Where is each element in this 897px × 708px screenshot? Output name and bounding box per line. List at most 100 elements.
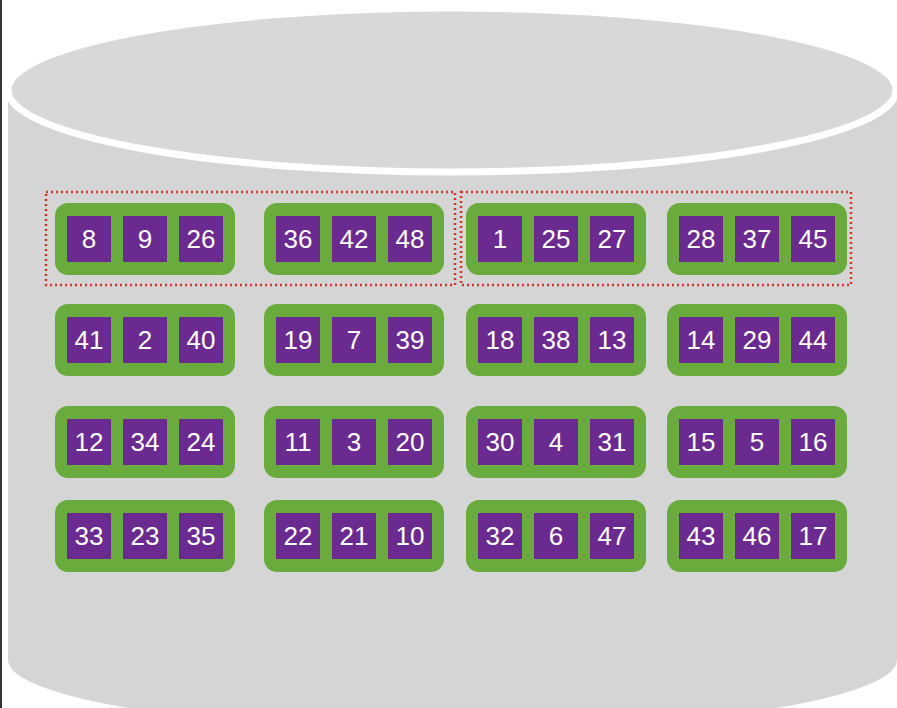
record-box: 16 — [791, 419, 835, 465]
frame-edge — [0, 0, 2, 708]
record-number: 12 — [75, 427, 104, 457]
record-number: 30 — [486, 427, 515, 457]
record-number: 10 — [396, 521, 425, 551]
record-number: 27 — [598, 224, 627, 254]
record-number: 33 — [75, 521, 104, 551]
record-number: 39 — [396, 325, 425, 355]
record-number: 48 — [396, 224, 425, 254]
group-outline — [46, 192, 455, 285]
record-number: 47 — [598, 521, 627, 551]
record-number: 23 — [131, 521, 160, 551]
record-box: 35 — [179, 513, 223, 559]
record-number: 41 — [75, 325, 104, 355]
record-number: 19 — [284, 325, 313, 355]
record-number: 20 — [396, 427, 425, 457]
record-number: 4 — [549, 427, 563, 457]
record-box: 41 — [67, 317, 111, 363]
record-box: 34 — [123, 419, 167, 465]
record-box: 25 — [534, 216, 578, 262]
disk-block: 11 3 20 — [264, 406, 444, 478]
disk-block: 15 5 16 — [667, 406, 847, 478]
record-box: 5 — [735, 419, 779, 465]
record-box: 11 — [276, 419, 320, 465]
group-outline — [461, 192, 851, 285]
record-box: 19 — [276, 317, 320, 363]
record-box: 48 — [388, 216, 432, 262]
disk-block: 22 21 10 — [264, 500, 444, 572]
record-box: 12 — [67, 419, 111, 465]
record-box: 42 — [332, 216, 376, 262]
record-number: 15 — [687, 427, 716, 457]
record-number: 22 — [284, 521, 313, 551]
cylinder-top — [8, 8, 896, 172]
disk-block: 28 37 45 — [667, 203, 847, 275]
record-box: 46 — [735, 513, 779, 559]
record-number: 11 — [285, 427, 312, 457]
record-number: 37 — [743, 224, 772, 254]
record-box: 14 — [679, 317, 723, 363]
record-number: 5 — [750, 427, 764, 457]
disk-block: 12 34 24 — [55, 406, 235, 478]
record-box: 26 — [179, 216, 223, 262]
record-box: 39 — [388, 317, 432, 363]
record-box: 29 — [735, 317, 779, 363]
record-box: 38 — [534, 317, 578, 363]
record-box: 21 — [332, 513, 376, 559]
record-box: 37 — [735, 216, 779, 262]
record-number: 31 — [598, 427, 627, 457]
disk-block: 41 2 40 — [55, 304, 235, 376]
record-number: 6 — [549, 521, 563, 551]
disk-block: 36 42 48 — [264, 203, 444, 275]
record-box: 4 — [534, 419, 578, 465]
record-number: 45 — [799, 224, 828, 254]
record-number: 32 — [486, 521, 515, 551]
record-number: 34 — [131, 427, 160, 457]
disk-block: 14 29 44 — [667, 304, 847, 376]
record-box: 23 — [123, 513, 167, 559]
disk-block: 12527 — [466, 203, 646, 275]
record-number: 8 — [82, 224, 96, 254]
record-box: 8 — [67, 216, 111, 262]
record-box: 36 — [276, 216, 320, 262]
record-number: 14 — [687, 325, 716, 355]
record-number: 40 — [187, 325, 216, 355]
record-box: 43 — [679, 513, 723, 559]
record-box: 24 — [179, 419, 223, 465]
record-number: 46 — [743, 521, 772, 551]
record-box: 44 — [791, 317, 835, 363]
record-number: 35 — [187, 521, 216, 551]
record-box: 9 — [123, 216, 167, 262]
record-box: 28 — [679, 216, 723, 262]
record-number: 16 — [799, 427, 828, 457]
record-number: 36 — [284, 224, 313, 254]
record-number: 42 — [340, 224, 369, 254]
disk-block: 89 26 — [55, 203, 235, 275]
disk-block: 32 6 47 — [466, 500, 646, 572]
record-box: 18 — [478, 317, 522, 363]
disk-block: 19 7 39 — [264, 304, 444, 376]
record-number: 7 — [347, 325, 361, 355]
record-box: 15 — [679, 419, 723, 465]
record-number: 2 — [138, 325, 152, 355]
record-box: 7 — [332, 317, 376, 363]
record-box: 32 — [478, 513, 522, 559]
disk-block: 18 38 13 — [466, 304, 646, 376]
disk-block: 33 23 35 — [55, 500, 235, 572]
record-number: 29 — [743, 325, 772, 355]
record-number: 13 — [598, 325, 627, 355]
record-box: 6 — [534, 513, 578, 559]
record-number: 38 — [542, 325, 571, 355]
record-box: 20 — [388, 419, 432, 465]
record-box: 47 — [590, 513, 634, 559]
record-box: 3 — [332, 419, 376, 465]
record-number: 18 — [486, 325, 515, 355]
record-box: 45 — [791, 216, 835, 262]
disk-block: 30 4 31 — [466, 406, 646, 478]
record-number: 26 — [187, 224, 216, 254]
record-number: 3 — [347, 427, 361, 457]
disk-block: 43 46 17 — [667, 500, 847, 572]
record-box: 40 — [179, 317, 223, 363]
record-number: 17 — [799, 521, 828, 551]
record-number: 21 — [340, 521, 369, 551]
